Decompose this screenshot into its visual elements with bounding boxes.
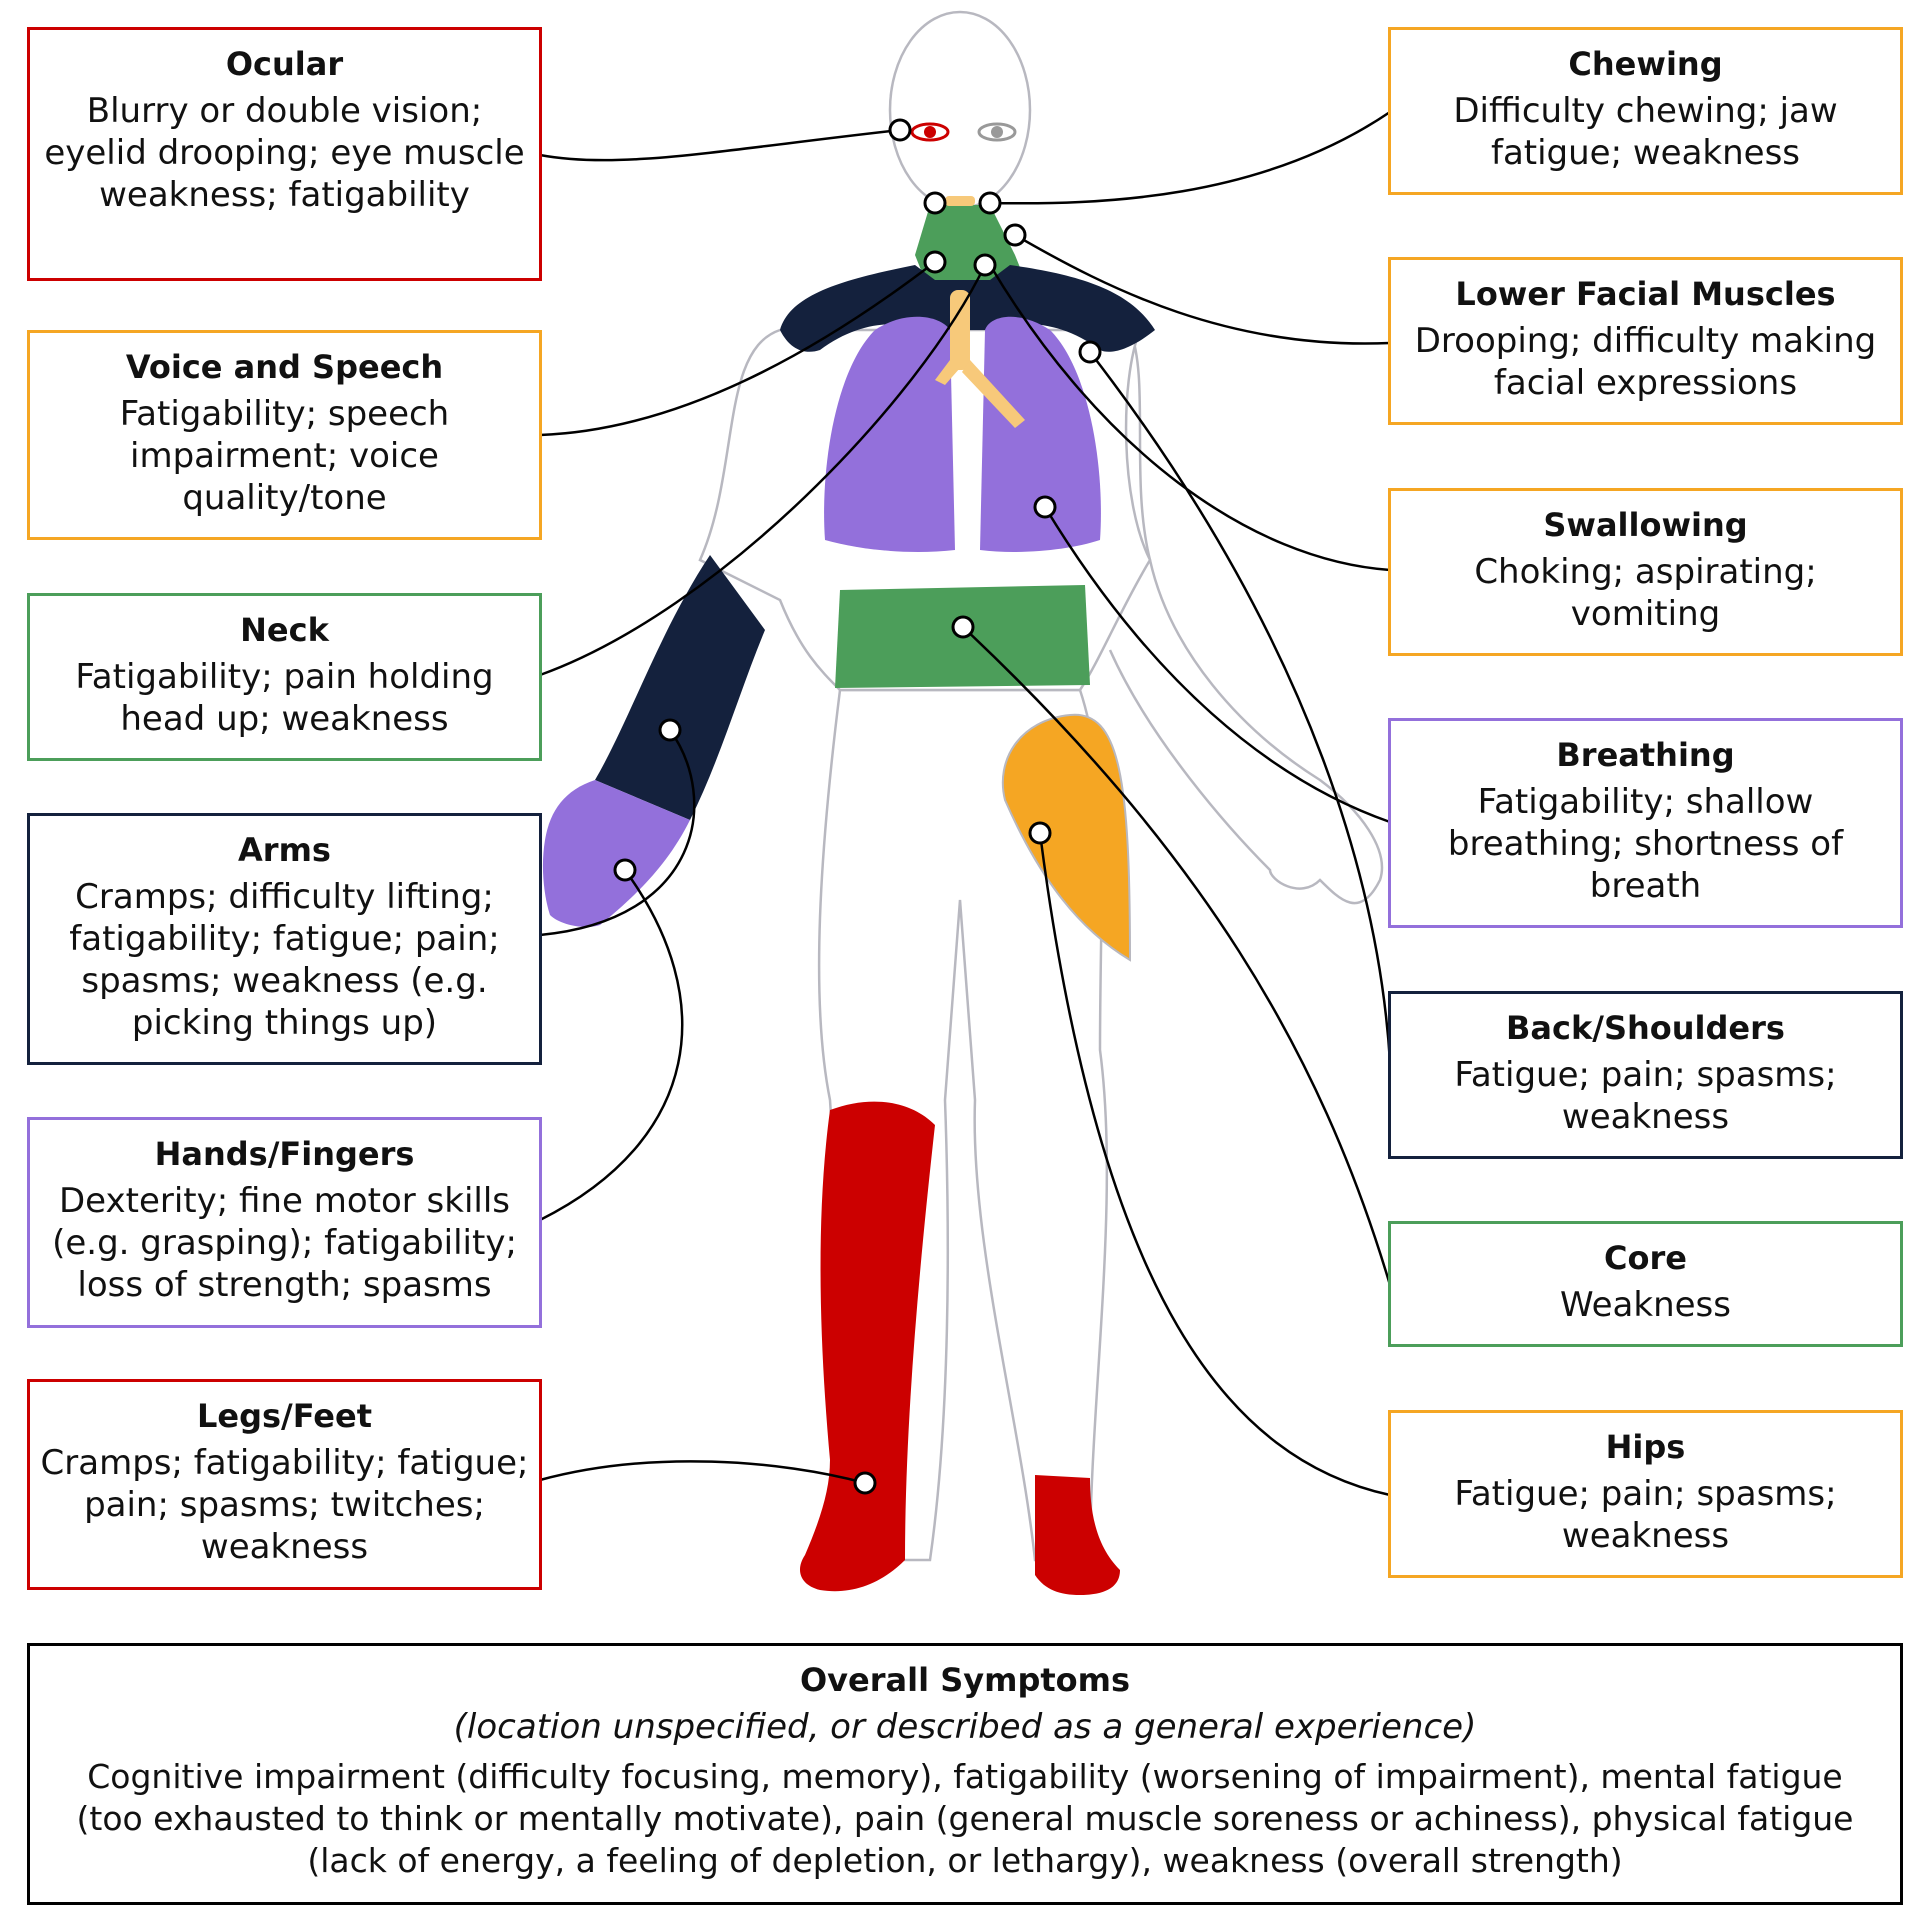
box-hips-body: Fatigue; pain; spasms; weakness xyxy=(1454,1474,1837,1556)
mouth xyxy=(945,196,975,206)
box-breathing-body: Fatigability; shallow breathing; shortne… xyxy=(1447,782,1844,906)
box-legs: Legs/Feet Cramps; fatigability; fatigue;… xyxy=(27,1379,542,1590)
overall-subtitle: (location unspecified, or described as a… xyxy=(453,1707,1477,1747)
box-back: Back/Shoulders Fatigue; pain; spasms; we… xyxy=(1388,991,1903,1159)
box-core-title: Core xyxy=(1604,1239,1687,1277)
box-lower-facial: Lower Facial Muscles Drooping; difficult… xyxy=(1388,257,1903,425)
box-neck: Neck Fatigability; pain holding head up;… xyxy=(27,593,542,761)
right-lung-region xyxy=(980,316,1101,552)
box-voice-body: Fatigability; speech impairment; voice q… xyxy=(119,394,450,518)
box-arms-title: Arms xyxy=(238,831,331,869)
box-back-title: Back/Shoulders xyxy=(1506,1009,1785,1047)
box-lower-facial-body: Drooping; difficulty making facial expre… xyxy=(1414,321,1877,403)
right-leg-region xyxy=(1035,1475,1120,1595)
hip-region xyxy=(1001,713,1132,962)
left-lung-region xyxy=(824,316,955,552)
box-chewing: Chewing Difficulty chewing; jaw fatigue;… xyxy=(1388,27,1903,195)
box-swallowing-body: Choking; aspirating; vomiting xyxy=(1474,552,1817,634)
box-legs-title: Legs/Feet xyxy=(197,1397,372,1435)
box-ocular-body: Blurry or double vision; eyelid drooping… xyxy=(44,91,525,215)
box-hands-title: Hands/Fingers xyxy=(154,1135,415,1173)
box-hips: Hips Fatigue; pain; spasms; weakness xyxy=(1388,1410,1903,1578)
overall-title: Overall Symptoms xyxy=(799,1661,1131,1699)
box-back-body: Fatigue; pain; spasms; weakness xyxy=(1454,1055,1837,1137)
hand-region xyxy=(542,780,690,927)
box-core: Core Weakness xyxy=(1388,1221,1903,1347)
box-hips-title: Hips xyxy=(1605,1428,1686,1466)
box-neck-body: Fatigability; pain holding head up; weak… xyxy=(75,657,494,739)
box-chewing-body: Difficulty chewing; jaw fatigue; weaknes… xyxy=(1453,91,1838,173)
box-arms: Arms Cramps; difficulty lifting; fatigab… xyxy=(27,813,542,1065)
box-chewing-title: Chewing xyxy=(1568,45,1723,83)
overall-body: Cognitive impairment (difficulty focusin… xyxy=(76,1757,1854,1880)
box-voice-title: Voice and Speech xyxy=(125,348,444,386)
left-leg-region xyxy=(800,1101,935,1592)
box-swallowing: Swallowing Choking; aspirating; vomiting xyxy=(1388,488,1903,656)
box-lower-facial-title: Lower Facial Muscles xyxy=(1455,275,1836,313)
box-ocular: Ocular Blurry or double vision; eyelid d… xyxy=(27,27,542,281)
box-legs-body: Cramps; fatigability; fatigue; pain; spa… xyxy=(40,1443,529,1567)
box-voice: Voice and Speech Fatigability; speech im… xyxy=(27,330,542,540)
box-hands-body: Dexterity; fine motor skills (e.g. grasp… xyxy=(52,1181,517,1305)
box-neck-title: Neck xyxy=(240,611,329,649)
box-arms-body: Cramps; difficulty lifting; fatigability… xyxy=(69,877,500,1043)
box-ocular-title: Ocular xyxy=(225,45,344,83)
box-core-body: Weakness xyxy=(1560,1285,1731,1325)
connector-lines xyxy=(539,110,1392,1497)
arm-region xyxy=(595,555,765,820)
box-hands: Hands/Fingers Dexterity; fine motor skil… xyxy=(27,1117,542,1328)
trachea xyxy=(935,290,1025,428)
box-breathing: Breathing Fatigability; shallow breathin… xyxy=(1388,718,1903,928)
ocular-region xyxy=(910,122,1017,142)
box-swallowing-title: Swallowing xyxy=(1543,506,1748,544)
connector-dots xyxy=(613,118,1102,1495)
box-breathing-title: Breathing xyxy=(1556,736,1735,774)
box-overall-symptoms: Overall Symptoms (location unspecified, … xyxy=(27,1643,1903,1905)
